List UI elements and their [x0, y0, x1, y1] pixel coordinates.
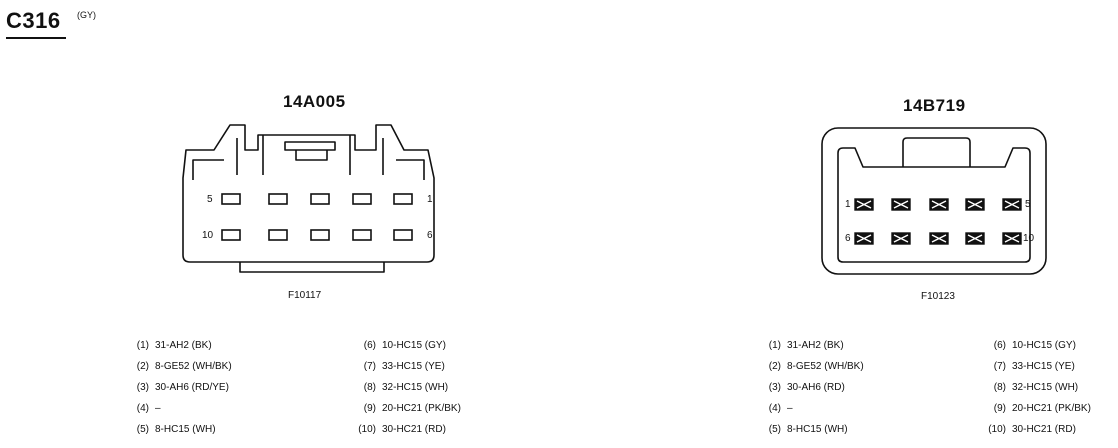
list-item: (2)8-GE52 (WH/BK): [136, 361, 232, 372]
right-housing-outline: [821, 127, 1047, 275]
left-pin: [268, 229, 288, 241]
left-housing-inner: [192, 159, 425, 180]
left-latch: [262, 135, 351, 175]
list-item: (7)33-HC15 (YE): [993, 361, 1075, 372]
left-pin: [310, 229, 330, 241]
left-pin: [268, 193, 288, 205]
right-pin-label-bottom-left: 6: [845, 233, 851, 244]
right-pin: [854, 198, 874, 211]
left-pins-bottom: [221, 229, 413, 241]
list-item: (4)–: [136, 403, 161, 414]
list-item: (1)31-AH2 (BK): [136, 340, 212, 351]
right-housing-inner: [837, 147, 1031, 263]
right-pins-top: [854, 198, 1022, 211]
list-item: (8)32-HC15 (WH): [993, 382, 1079, 393]
right-figure-id: F10123: [921, 291, 955, 302]
list-item: (5)8-HC15 (WH): [768, 424, 848, 435]
left-pin-label-top-right: 1: [427, 194, 433, 205]
right-pins-bottom: [854, 232, 1022, 245]
list-item: (10)30-HC21 (RD): [358, 424, 446, 435]
right-pin: [965, 232, 985, 245]
left-pin: [221, 193, 241, 205]
list-item: (1)31-AH2 (BK): [768, 340, 844, 351]
list-item: (5)8-HC15 (WH): [136, 424, 216, 435]
left-housing-outline: [182, 124, 435, 263]
left-pin-label-bottom-right: 6: [427, 230, 433, 241]
left-pin: [393, 193, 413, 205]
connector-id-underline: [6, 37, 66, 39]
left-pin: [352, 193, 372, 205]
list-item: (4)–: [768, 403, 793, 414]
connector-id: C316: [6, 8, 61, 33]
right-pin: [1002, 232, 1022, 245]
right-latch: [902, 137, 971, 167]
list-item: (2)8-GE52 (WH/BK): [768, 361, 864, 372]
left-pin-label-top-left: 5: [207, 194, 213, 205]
right-pin: [854, 232, 874, 245]
left-bottom-tab: [239, 262, 385, 273]
right-pin: [929, 198, 949, 211]
left-pins-top: [221, 193, 413, 205]
list-item: (10)30-HC21 (RD): [988, 424, 1076, 435]
left-pin-label-bottom-left: 10: [202, 230, 214, 241]
list-item: (6)10-HC15 (GY): [363, 340, 446, 351]
list-item: (9)20-HC21 (PK/BK): [363, 403, 461, 414]
list-item: (9)20-HC21 (PK/BK): [993, 403, 1091, 414]
right-pin-label-top-left: 1: [845, 199, 851, 210]
right-pin: [891, 198, 911, 211]
list-item: (7)33-HC15 (YE): [363, 361, 445, 372]
right-pin: [891, 232, 911, 245]
list-item: (8)32-HC15 (WH): [363, 382, 449, 393]
right-pin: [1002, 198, 1022, 211]
connector-color: (GY): [77, 10, 96, 20]
list-item: (6)10-HC15 (GY): [993, 340, 1076, 351]
left-pin: [352, 229, 372, 241]
right-pin-label-bottom-right: 10: [1023, 233, 1035, 244]
left-pin: [310, 193, 330, 205]
left-pin: [221, 229, 241, 241]
list-item: (3)30-AH6 (RD): [768, 382, 845, 393]
right-part-number: 14B719: [903, 96, 966, 115]
left-part-number: 14A005: [283, 92, 346, 111]
left-pin: [393, 229, 413, 241]
right-pin-label-top-right: 5: [1025, 199, 1031, 210]
right-pin: [965, 198, 985, 211]
list-item: (3)30-AH6 (RD/YE): [136, 382, 229, 393]
left-figure-id: F10117: [288, 290, 322, 301]
right-pin: [929, 232, 949, 245]
